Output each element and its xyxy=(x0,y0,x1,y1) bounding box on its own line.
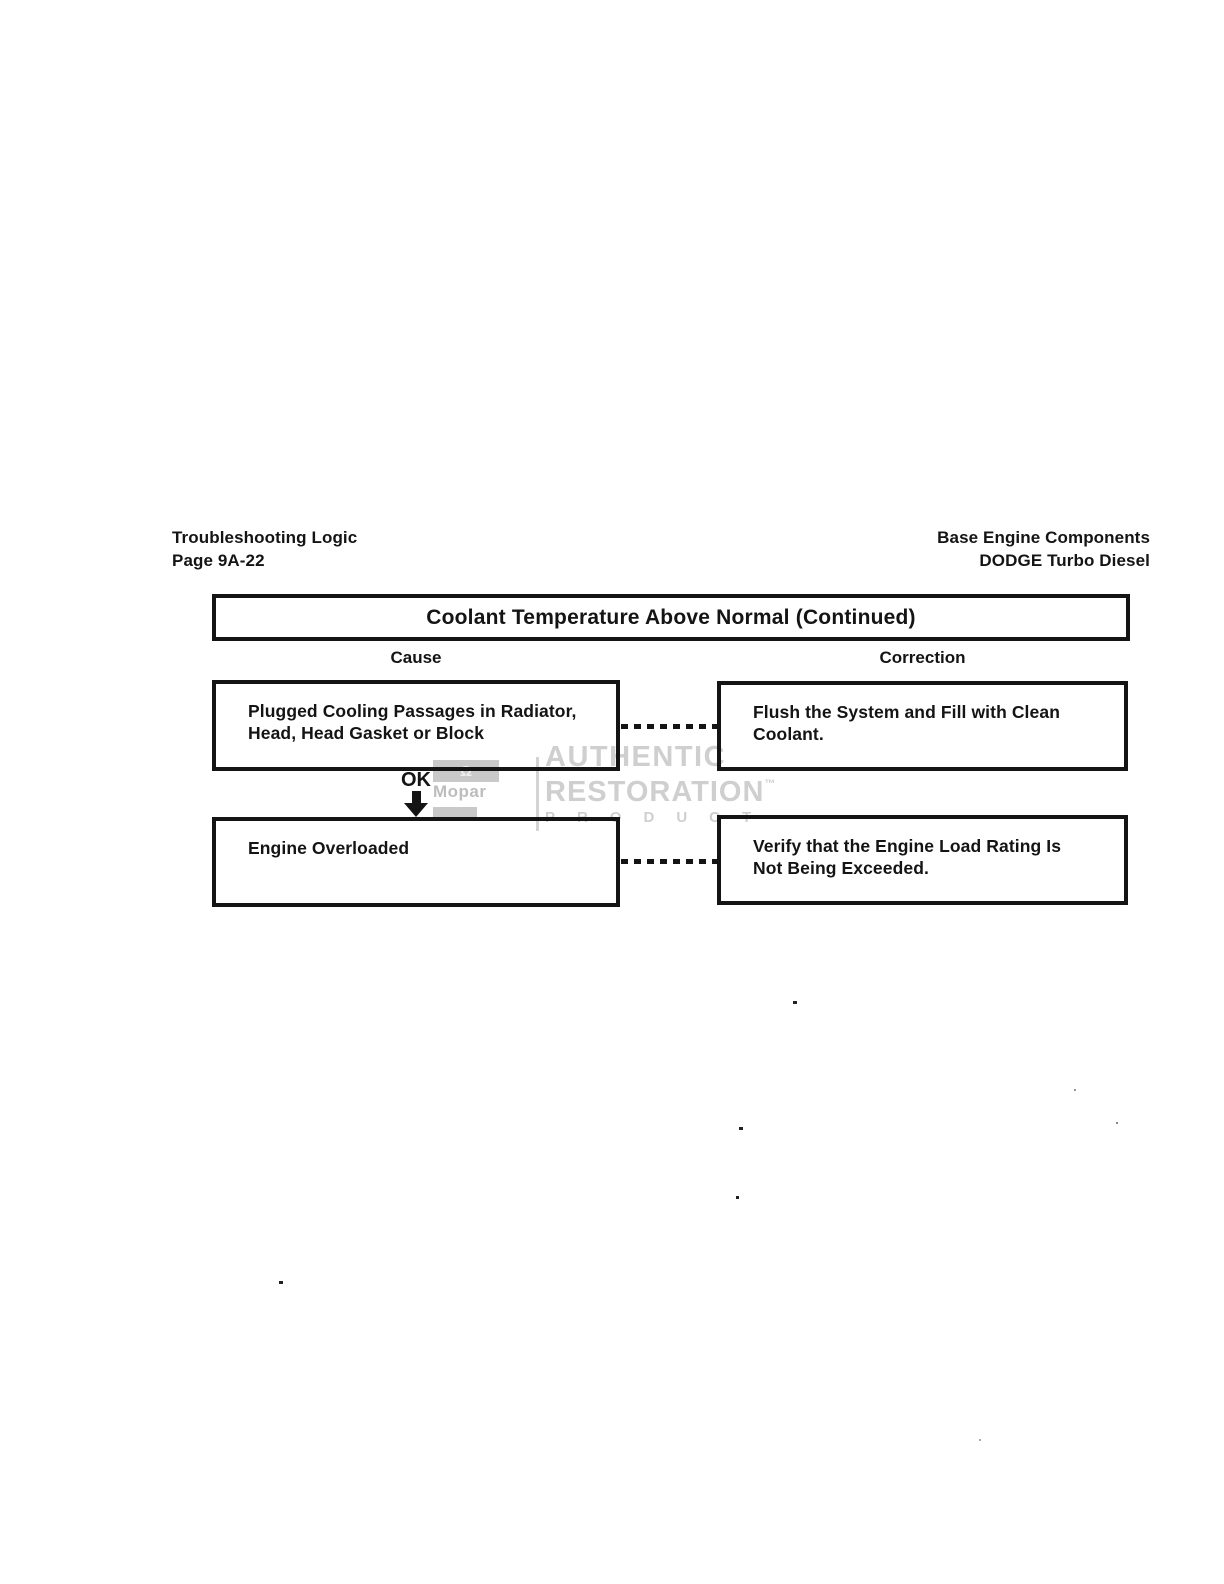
header-right-line2: DODGE Turbo Diesel xyxy=(979,551,1150,570)
watermark-divider xyxy=(536,757,539,831)
ok-label: OK xyxy=(401,769,431,791)
watermark-line1: AUTHENTIC xyxy=(545,741,727,773)
down-arrow-stem xyxy=(412,791,421,804)
cause-box-1-line1: Plugged Cooling Passages in Radiator, xyxy=(248,701,577,721)
cause-box-2-line1: Engine Overloaded xyxy=(248,838,410,858)
connector-dashed-line-1 xyxy=(621,724,717,729)
cause-box-2: Engine Overloaded xyxy=(212,817,620,907)
correction-box-2-line1: Verify that the Engine Load Rating Is xyxy=(753,836,1062,856)
trademark-symbol: ™ xyxy=(764,778,776,790)
watermark-text: AUTHENTIC RESTORATION™ PRODUCT xyxy=(545,741,776,828)
header-left: Troubleshooting Logic Page 9A-22 xyxy=(172,526,357,572)
correction-box-1-line2: Coolant. xyxy=(753,724,824,744)
correction-box-2: Verify that the Engine Load Rating Is No… xyxy=(717,815,1128,905)
watermark-line2-text: RESTORATION xyxy=(545,776,765,808)
scan-speck xyxy=(1074,1089,1076,1091)
header-left-line1: Troubleshooting Logic xyxy=(172,528,358,547)
correction-column-header: Correction xyxy=(879,648,966,667)
correction-box-2-line2: Not Being Exceeded. xyxy=(753,858,929,878)
cause-box-1: Plugged Cooling Passages in Radiator, He… xyxy=(212,680,620,771)
diagram-title: Coolant Temperature Above Normal (Contin… xyxy=(426,605,916,629)
cause-column-header: Cause xyxy=(390,648,442,667)
cause-box-1-line2: Head, Head Gasket or Block xyxy=(248,723,485,743)
scan-speck xyxy=(793,1001,797,1004)
diagram-title-box: Coolant Temperature Above Normal (Contin… xyxy=(212,594,1130,641)
header-right: Base Engine Components DODGE Turbo Diese… xyxy=(937,526,1150,572)
mopar-logo: Ω Mopar xyxy=(433,760,499,820)
scan-speck xyxy=(739,1127,743,1130)
correction-box-1-line1: Flush the System and Fill with Clean xyxy=(753,702,1060,722)
scan-speck xyxy=(279,1281,283,1284)
scan-speck xyxy=(1116,1122,1118,1124)
connector-dashed-line-2 xyxy=(621,859,717,864)
down-arrow-icon xyxy=(404,803,428,817)
scan-speck xyxy=(736,1196,739,1199)
header-left-line2: Page 9A-22 xyxy=(172,551,265,570)
watermark-line3: PRODUCT xyxy=(545,809,774,826)
mopar-wordmark: Mopar xyxy=(433,782,487,801)
header-right-line1: Base Engine Components xyxy=(937,528,1150,547)
correction-box-1: Flush the System and Fill with Clean Coo… xyxy=(717,681,1128,771)
scan-speck xyxy=(979,1439,981,1441)
watermark-line2: RESTORATION™ xyxy=(545,771,776,808)
mopar-logo-bar-bottom xyxy=(433,807,477,820)
